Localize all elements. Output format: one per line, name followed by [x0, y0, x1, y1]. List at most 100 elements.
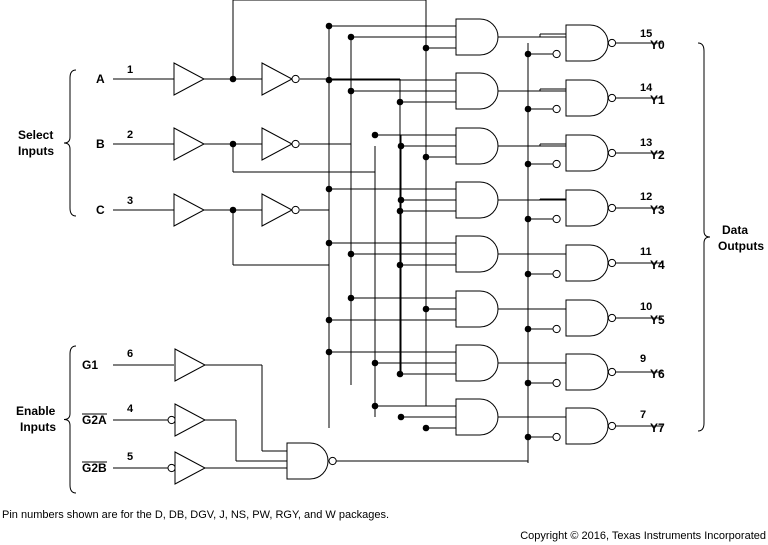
input-buffer-B — [173, 127, 206, 161]
enable-nand-gate — [286, 442, 329, 480]
input-pin-A: 1 — [127, 64, 133, 76]
select-brace — [63, 69, 77, 217]
input-label-A: A — [96, 72, 105, 86]
enable-label-1: Enable — [16, 404, 56, 418]
output-label-2: Y2 — [650, 148, 665, 162]
junction-dot — [524, 270, 532, 278]
junction-dot — [397, 196, 405, 204]
junction-dots — [229, 22, 532, 441]
select-label-2: Inputs — [18, 144, 54, 158]
junction-dot — [325, 239, 333, 247]
nand-in-bubble-5 — [552, 324, 561, 334]
enable-label-G1: G1 — [82, 358, 98, 372]
nand-bubble-1 — [607, 93, 617, 103]
inverter-A — [261, 62, 294, 96]
nand-in-bubble-2 — [552, 159, 561, 169]
junction-dot — [229, 75, 237, 83]
nand-in-bubble-7 — [552, 432, 561, 442]
junction-dot — [524, 433, 532, 441]
enable-pin-G1: 6 — [127, 348, 133, 360]
nand-bubble-5 — [607, 313, 617, 323]
and-gate-5 — [455, 290, 499, 328]
select-label-1: Select — [18, 128, 53, 142]
enable-pin-G2B: 5 — [127, 451, 133, 463]
nand-gate-7 — [565, 407, 609, 445]
input-pin-B: 2 — [127, 129, 133, 141]
copyright: Copyright © 2016, Texas Instruments Inco… — [520, 530, 766, 542]
junction-dot — [325, 22, 333, 30]
output-pin-4: 11 — [640, 246, 652, 258]
junction-dot — [524, 325, 532, 333]
inverter-bubble-B — [291, 139, 300, 149]
input-buffer-C — [173, 193, 206, 227]
enable-brace — [63, 345, 77, 494]
output-pin-1: 14 — [640, 82, 653, 94]
output-label-3: Y3 — [650, 203, 665, 217]
enable-nand-bubble — [328, 456, 337, 466]
inverter-bubble-A — [291, 74, 300, 84]
junction-dot — [524, 160, 532, 168]
junction-dot — [397, 142, 405, 150]
junction-dot — [229, 206, 237, 214]
nand-gate-4 — [565, 244, 609, 282]
nand-in-bubble-0 — [552, 49, 561, 59]
junction-dot — [347, 87, 355, 95]
junction-dot — [325, 348, 333, 356]
nand-bubble-4 — [607, 258, 617, 268]
junction-dot — [422, 44, 430, 52]
junction-dot — [396, 98, 404, 106]
and-gate-2 — [455, 127, 499, 165]
enable-bubble-G2A — [167, 415, 176, 425]
enable-pin-G2A: 4 — [127, 403, 134, 415]
and-gate-3 — [455, 181, 499, 219]
junction-dot — [325, 76, 333, 84]
junction-dot — [396, 261, 404, 269]
nand-bubble-0 — [607, 38, 617, 48]
output-pin-6: 9 — [640, 353, 646, 365]
enable-buffer-G2B — [174, 451, 207, 485]
nand-gate-3 — [565, 189, 609, 227]
junction-dot — [524, 105, 532, 113]
nand-gate-0 — [565, 24, 609, 62]
output-pin-3: 12 — [640, 191, 652, 203]
junction-dot — [396, 207, 404, 215]
data-brace — [697, 42, 711, 432]
output-label-0: Y0 — [650, 38, 665, 52]
junction-dot — [229, 140, 237, 148]
junction-dot — [397, 413, 405, 421]
input-label-B: B — [96, 137, 105, 151]
junction-dot — [347, 33, 355, 41]
inverter-C — [261, 193, 294, 227]
enable-label-G2A: G2A — [82, 413, 107, 427]
input-buffer-A — [173, 62, 206, 96]
junction-dot — [371, 359, 379, 367]
nand-gate-1 — [565, 79, 609, 117]
junction-dot — [524, 379, 532, 387]
output-label-6: Y6 — [650, 367, 665, 381]
junction-dot — [371, 402, 379, 410]
gates — [167, 18, 617, 485]
nand-in-bubble-3 — [552, 214, 561, 224]
and-gate-6 — [455, 344, 499, 382]
and-gate-1 — [455, 72, 499, 110]
and-gate-0 — [455, 18, 499, 56]
data-label-2: Outputs — [718, 239, 764, 253]
nand-bubble-6 — [607, 367, 617, 377]
nand-in-bubble-6 — [552, 378, 561, 388]
junction-dot — [422, 424, 430, 432]
junction-dot — [524, 50, 532, 58]
output-label-1: Y1 — [650, 93, 665, 107]
nand-gate-5 — [565, 299, 609, 337]
output-label-4: Y4 — [650, 258, 665, 272]
nand-bubble-3 — [607, 203, 617, 213]
data-label-1: Data — [722, 223, 748, 237]
junction-dot — [371, 131, 379, 139]
junction-dot — [325, 185, 333, 193]
junction-dot — [422, 305, 430, 313]
nand-gate-2 — [565, 134, 609, 172]
nand-bubble-2 — [607, 148, 617, 158]
nand-in-bubble-4 — [552, 269, 561, 279]
junction-dot — [347, 294, 355, 302]
input-pin-C: 3 — [127, 195, 133, 207]
